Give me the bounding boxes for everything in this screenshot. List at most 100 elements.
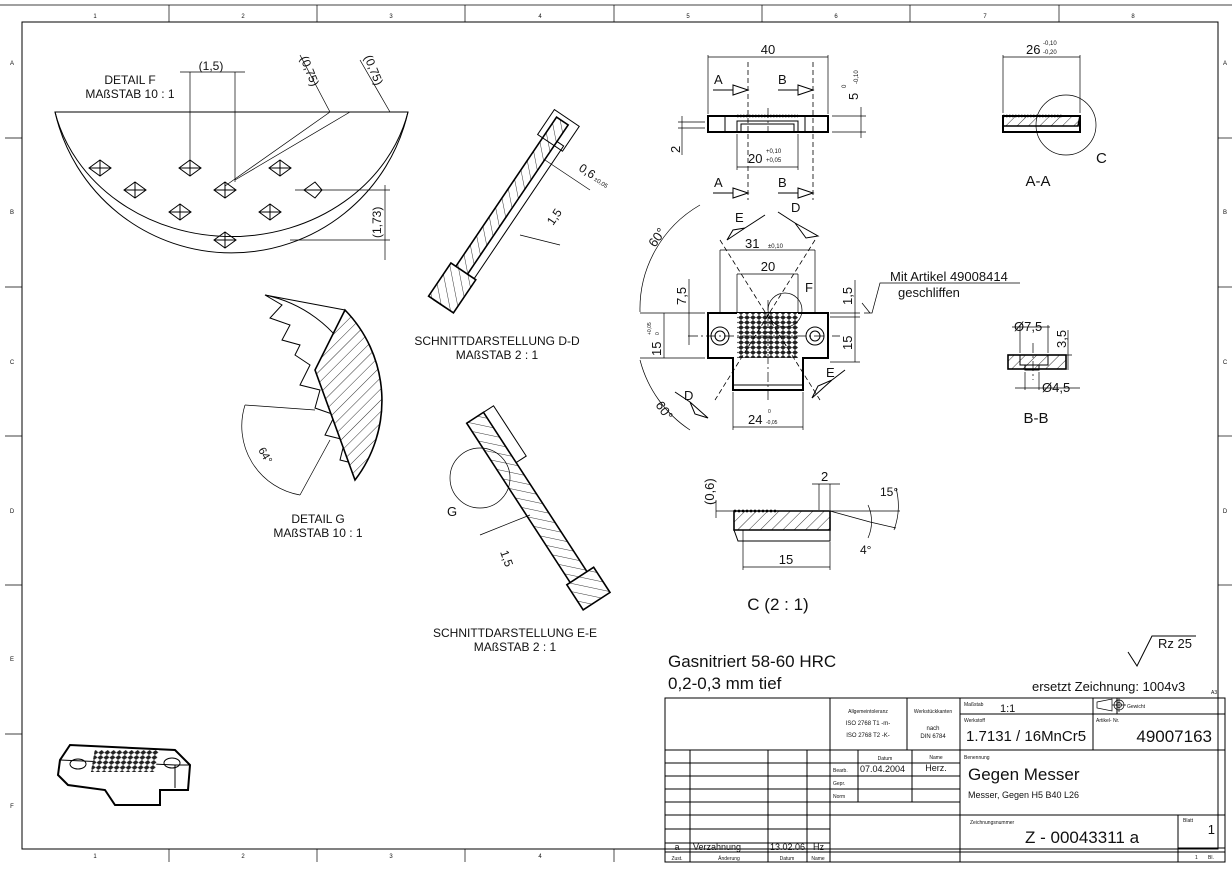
dim-width: 2: [821, 469, 828, 484]
drawing-frame: [0, 4, 1232, 862]
dim-slot-tol-lower: +0,05: [766, 158, 782, 164]
zone-labels-right: A B C D: [1223, 61, 1228, 515]
cut-arrows: [713, 84, 815, 199]
zone-col: 4: [538, 854, 542, 860]
drawn-name: Herz.: [925, 763, 947, 773]
dim-pitch: 1,5: [544, 206, 565, 228]
dim-angle-top: 60°: [645, 225, 669, 250]
dim-length: 40: [761, 42, 775, 57]
zone-col: 1: [93, 854, 97, 860]
front-view: F 31 ±0,10 20 7,5 15 +0,05 0 1,5 15 24 0…: [639, 200, 1020, 431]
zone-col: 1: [93, 14, 97, 20]
cut-label-d: D: [684, 388, 693, 403]
zone-row: B: [1223, 210, 1227, 216]
date-header: Datum: [878, 756, 893, 762]
dim-angle-1: 15°: [880, 485, 898, 499]
detail-f-scale: MAßSTAB 10 : 1: [85, 87, 174, 101]
note-line-2: geschliffen: [898, 285, 960, 300]
revision-headers: Zust. Änderung Datum Name: [671, 855, 824, 862]
cut-label-e: E: [826, 365, 835, 380]
sheets-total: 1: [1195, 855, 1198, 861]
knurl-area: [737, 313, 798, 358]
section-aa-title: A-A: [1025, 173, 1050, 190]
dim-angle-2: 4°: [860, 543, 872, 557]
zone-labels-top: 1 2 3 4 5 6 7 8: [93, 14, 1135, 20]
dim-thickness-tol-lower: -0,10: [854, 70, 860, 84]
cut-arrows: [674, 211, 846, 419]
zone-col: 2: [241, 854, 245, 860]
zone-col: 8: [1131, 14, 1135, 20]
detail-c-view: (0,6) 2 15 15° 4° C (2 : 1): [702, 469, 900, 614]
tolerance-2: ISO 2768 T2 -K-: [846, 733, 890, 739]
dim-height-tol-lower: 0: [655, 332, 661, 335]
dim-knurl-width: 20: [761, 259, 775, 274]
tolerance-1: ISO 2768 T1 -m-: [846, 721, 891, 727]
notes: Gasnitriert 58-60 HRC 0,2-0,3 mm tief Rz…: [668, 635, 1217, 696]
zone-col: 2: [241, 14, 245, 20]
dim-counterbore: Ø7,5: [1014, 319, 1042, 334]
norm-label: Norm: [833, 794, 845, 800]
section-dd-title: SCHNITTDARSTELLUNG D-D: [414, 334, 580, 348]
revision-index: a: [674, 842, 679, 852]
checked-label: Gepr.: [833, 781, 845, 787]
article-label: Artikel- Nr.: [1096, 718, 1119, 724]
scale-label: Maßstab: [964, 702, 984, 708]
dim-tab-tol-upper: 0: [768, 409, 771, 415]
heat-treatment-line-2: 0,2-0,3 mm tief: [668, 674, 782, 693]
sheet-label: Blatt: [1183, 818, 1194, 824]
edges-2: DIN 6784: [920, 734, 946, 740]
dim-depth: 3,5: [1054, 330, 1069, 348]
surface-roughness-icon: [1127, 635, 1196, 668]
zone-row: A: [10, 61, 14, 67]
zone-row: F: [10, 804, 14, 810]
drawing-number-label: Zeichnungsnummer: [970, 820, 1015, 826]
dim-hole-spacing-tol: ±0,10: [768, 244, 784, 250]
edges-label: Werkstückkanten: [914, 709, 952, 715]
title-block: Allgemeintoleranz ISO 2768 T1 -m- ISO 27…: [664, 697, 1226, 863]
zone-row: C: [1223, 360, 1228, 366]
zone-col: 3: [389, 854, 393, 860]
knurl-diamonds: [88, 159, 323, 249]
dim-slot-tol-upper: +0,10: [766, 149, 782, 155]
scale-value: 1:1: [1000, 703, 1015, 715]
cut-label-e: E: [735, 210, 744, 225]
dim-row-pitch: (1,73): [370, 207, 384, 238]
drawn-date: 07.04.2004: [860, 764, 905, 774]
note-line-1: Mit Artikel 49008414: [890, 269, 1008, 284]
drawing-subtitle: Messer, Gegen H5 B40 L26: [968, 790, 1079, 800]
rev-header-change: Änderung: [718, 855, 740, 862]
detail-c-label: C: [1096, 150, 1107, 167]
detail-g-label: G: [447, 504, 457, 519]
cut-label-b: B: [778, 175, 787, 190]
dim-height-tol-upper: +0,05: [647, 322, 653, 335]
zone-row: D: [10, 509, 15, 515]
weight-label: Gewicht: [1127, 704, 1146, 710]
dim-angle-bottom: 60°: [653, 398, 677, 423]
article-number: 49007163: [1136, 727, 1212, 746]
zone-row: A: [1223, 61, 1227, 67]
dim-offset: 7,5: [674, 287, 689, 305]
dim-height: 15: [649, 342, 664, 356]
zone-row: E: [10, 657, 14, 663]
dim-depth: (0,6): [702, 478, 717, 505]
dim-hole-spacing: 31: [745, 236, 759, 251]
zone-col: 3: [389, 14, 393, 20]
rev-header-date: Datum: [780, 856, 795, 862]
dim-right-offset: 1,5: [840, 287, 855, 305]
section-dd-view: 0,6±0,05 1,5 SCHNITTDARSTELLUNG D-D MAßS…: [414, 108, 612, 362]
material-label: Werkstoff: [964, 718, 986, 724]
sheets-suffix: Bl.: [1208, 855, 1214, 861]
revision-name: Hz: [813, 842, 824, 852]
dim-pitch: 1,5: [497, 548, 516, 569]
heat-treatment-line-1: Gasnitriert 58-60 HRC: [668, 652, 836, 671]
zone-labels-bottom: 1 2 3 4: [93, 854, 542, 860]
dim-diag-1: (0,75): [297, 54, 322, 88]
zone-labels-left: A B C D E F: [10, 61, 15, 810]
dim-pitch: (1,5): [199, 59, 224, 73]
replaces-drawing: ersetzt Zeichnung: 1004v3: [1032, 679, 1185, 694]
name-header: Name: [929, 755, 943, 761]
zone-row: D: [1223, 509, 1228, 515]
zone-col: 4: [538, 14, 542, 20]
dim-depth: 0,6±0,05: [576, 161, 612, 191]
